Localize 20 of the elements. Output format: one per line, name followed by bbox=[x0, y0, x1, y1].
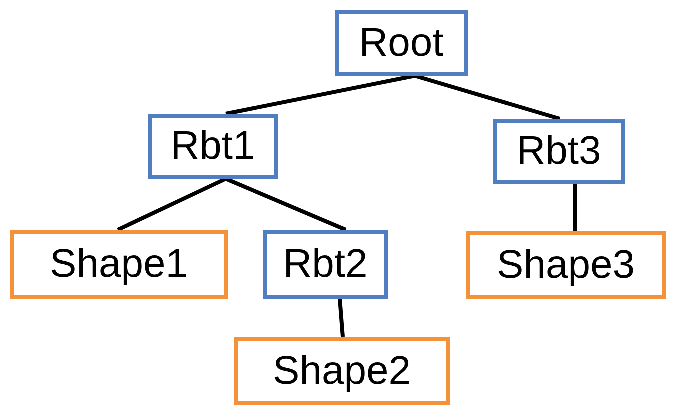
tree-node-box bbox=[335, 10, 468, 76]
connector-line bbox=[573, 184, 577, 231]
connector-line bbox=[338, 298, 345, 338]
tree-node-box bbox=[148, 114, 278, 179]
connector-line bbox=[414, 74, 561, 121]
tree-node-box bbox=[493, 119, 625, 184]
node-label: Shape1 bbox=[50, 242, 188, 287]
connector-line bbox=[117, 177, 227, 232]
tree-node-box bbox=[10, 230, 228, 299]
node-label: Root bbox=[359, 20, 444, 66]
node-label: Rbt1 bbox=[170, 124, 256, 169]
node-label: Rbt2 bbox=[283, 242, 368, 287]
node-label: Shape2 bbox=[273, 348, 411, 394]
node-label: Shape3 bbox=[497, 242, 635, 288]
connector-line bbox=[226, 74, 416, 116]
connector-line bbox=[225, 177, 347, 232]
tree-node-box bbox=[466, 231, 666, 299]
node-label: Rbt3 bbox=[516, 129, 602, 174]
tree-node-box bbox=[234, 337, 450, 405]
tree-node-box bbox=[263, 230, 388, 299]
